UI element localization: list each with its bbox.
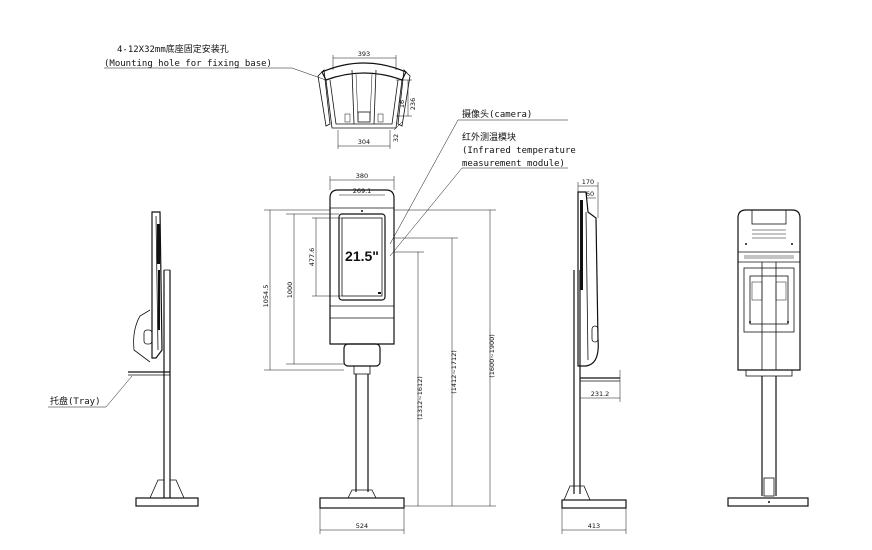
dim-base-bottom-width: 304 [358, 138, 370, 146]
dim-base-top-width: 393 [358, 50, 370, 58]
dim-height-range-2: (1412~1712) [450, 350, 458, 394]
dim-height-range-3: (1600~1900) [488, 334, 496, 378]
dim-head-width: 380 [356, 172, 368, 180]
dim-screen-width: 269.1 [353, 187, 372, 195]
right-side-view: 170 60 231.2 413 [561, 178, 627, 534]
dim-base-depth: 236 [409, 98, 417, 110]
left-side-view: 托盘(Tray) [48, 211, 199, 507]
label-ir-en-2: measurement module) [462, 159, 565, 169]
base-plate-detail: 393 236 16 32 304 4-12X32mm底座固定安装孔 (Moun… [104, 43, 417, 149]
dim-tray-depth: 231.2 [591, 390, 610, 398]
dim-total-head-height: 1054.5 [262, 285, 270, 308]
label-base-hole-en: (Mounting hole for fixing base) [104, 59, 272, 69]
front-view: 21.5" 380 269.1 1054.5 1000 477.6 [262, 108, 576, 534]
dim-height-range-1: (1312~1612) [416, 376, 424, 420]
label-tray: 托盘(Tray) [50, 395, 101, 407]
label-ir-en-1: (Infrared temperature [462, 146, 576, 156]
screen-size-label: 21.5" [345, 248, 379, 264]
dim-foot-width-side: 413 [588, 522, 600, 530]
back-vents [744, 229, 794, 259]
label-ir-cn: 红外测温模块 [462, 131, 516, 143]
dim-foot-width-front: 524 [356, 522, 368, 530]
label-camera: 摄像头(camera) [462, 108, 532, 120]
label-base-hole-cn: 4-12X32mm底座固定安装孔 [117, 43, 229, 55]
dim-side-screen-depth: 60 [586, 190, 594, 198]
dim-base-small-2: 32 [392, 134, 400, 142]
dim-body-height: 1000 [286, 282, 294, 299]
dim-side-depth: 170 [582, 178, 594, 186]
dim-screen-height: 477.6 [308, 248, 316, 267]
dim-base-small-1: 16 [398, 100, 406, 108]
back-view [727, 209, 809, 507]
